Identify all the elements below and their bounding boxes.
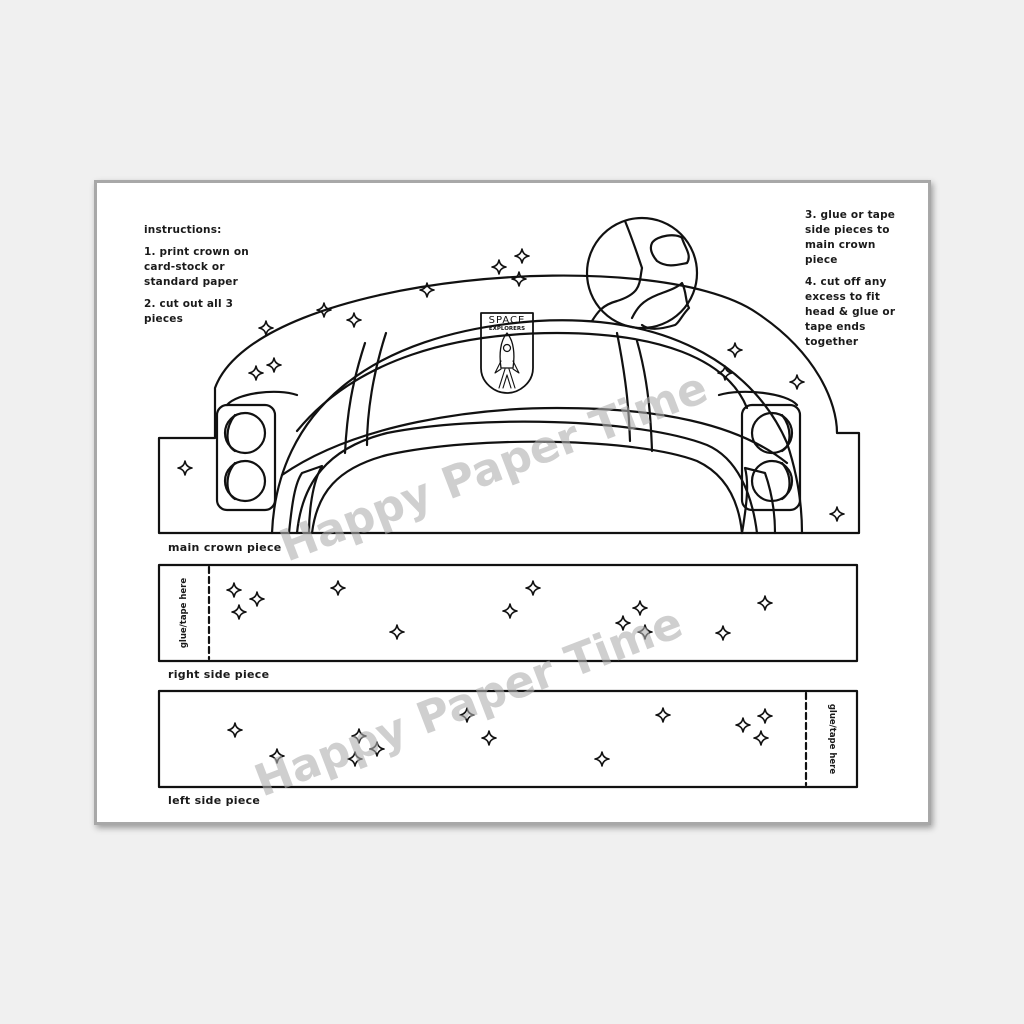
printable-sheet: SPACE EXPLORERS instructions: 1. print c… bbox=[97, 183, 928, 822]
badge-line1: SPACE bbox=[488, 315, 526, 326]
right-side-piece-label: right side piece bbox=[168, 668, 270, 681]
badge-line2: EXPLORERS bbox=[488, 326, 526, 332]
space-explorers-badge: SPACE EXPLORERS bbox=[481, 315, 533, 333]
instruction-step-4: 4. cut off any excess to fit head & glue… bbox=[805, 276, 896, 348]
instruction-step-1: 1. print crown on card-stock or standard… bbox=[144, 246, 249, 288]
instructions-heading: instructions: bbox=[144, 224, 222, 236]
main-crown-piece-label: main crown piece bbox=[168, 541, 282, 554]
glue-tape-label-right-piece: glue/tape here bbox=[179, 577, 189, 649]
instructions-left: instructions: 1. print crown on card-sto… bbox=[144, 223, 254, 334]
left-side-piece-label: left side piece bbox=[168, 794, 261, 807]
instruction-step-2: 2. cut out all 3 pieces bbox=[144, 298, 234, 325]
instruction-step-3: 3. glue or tape side pieces to main crow… bbox=[805, 209, 896, 266]
instructions-right: 3. glue or tape side pieces to main crow… bbox=[805, 208, 905, 357]
crown-artwork bbox=[157, 216, 861, 789]
glue-tape-label-left-piece: glue/tape here bbox=[827, 703, 837, 775]
